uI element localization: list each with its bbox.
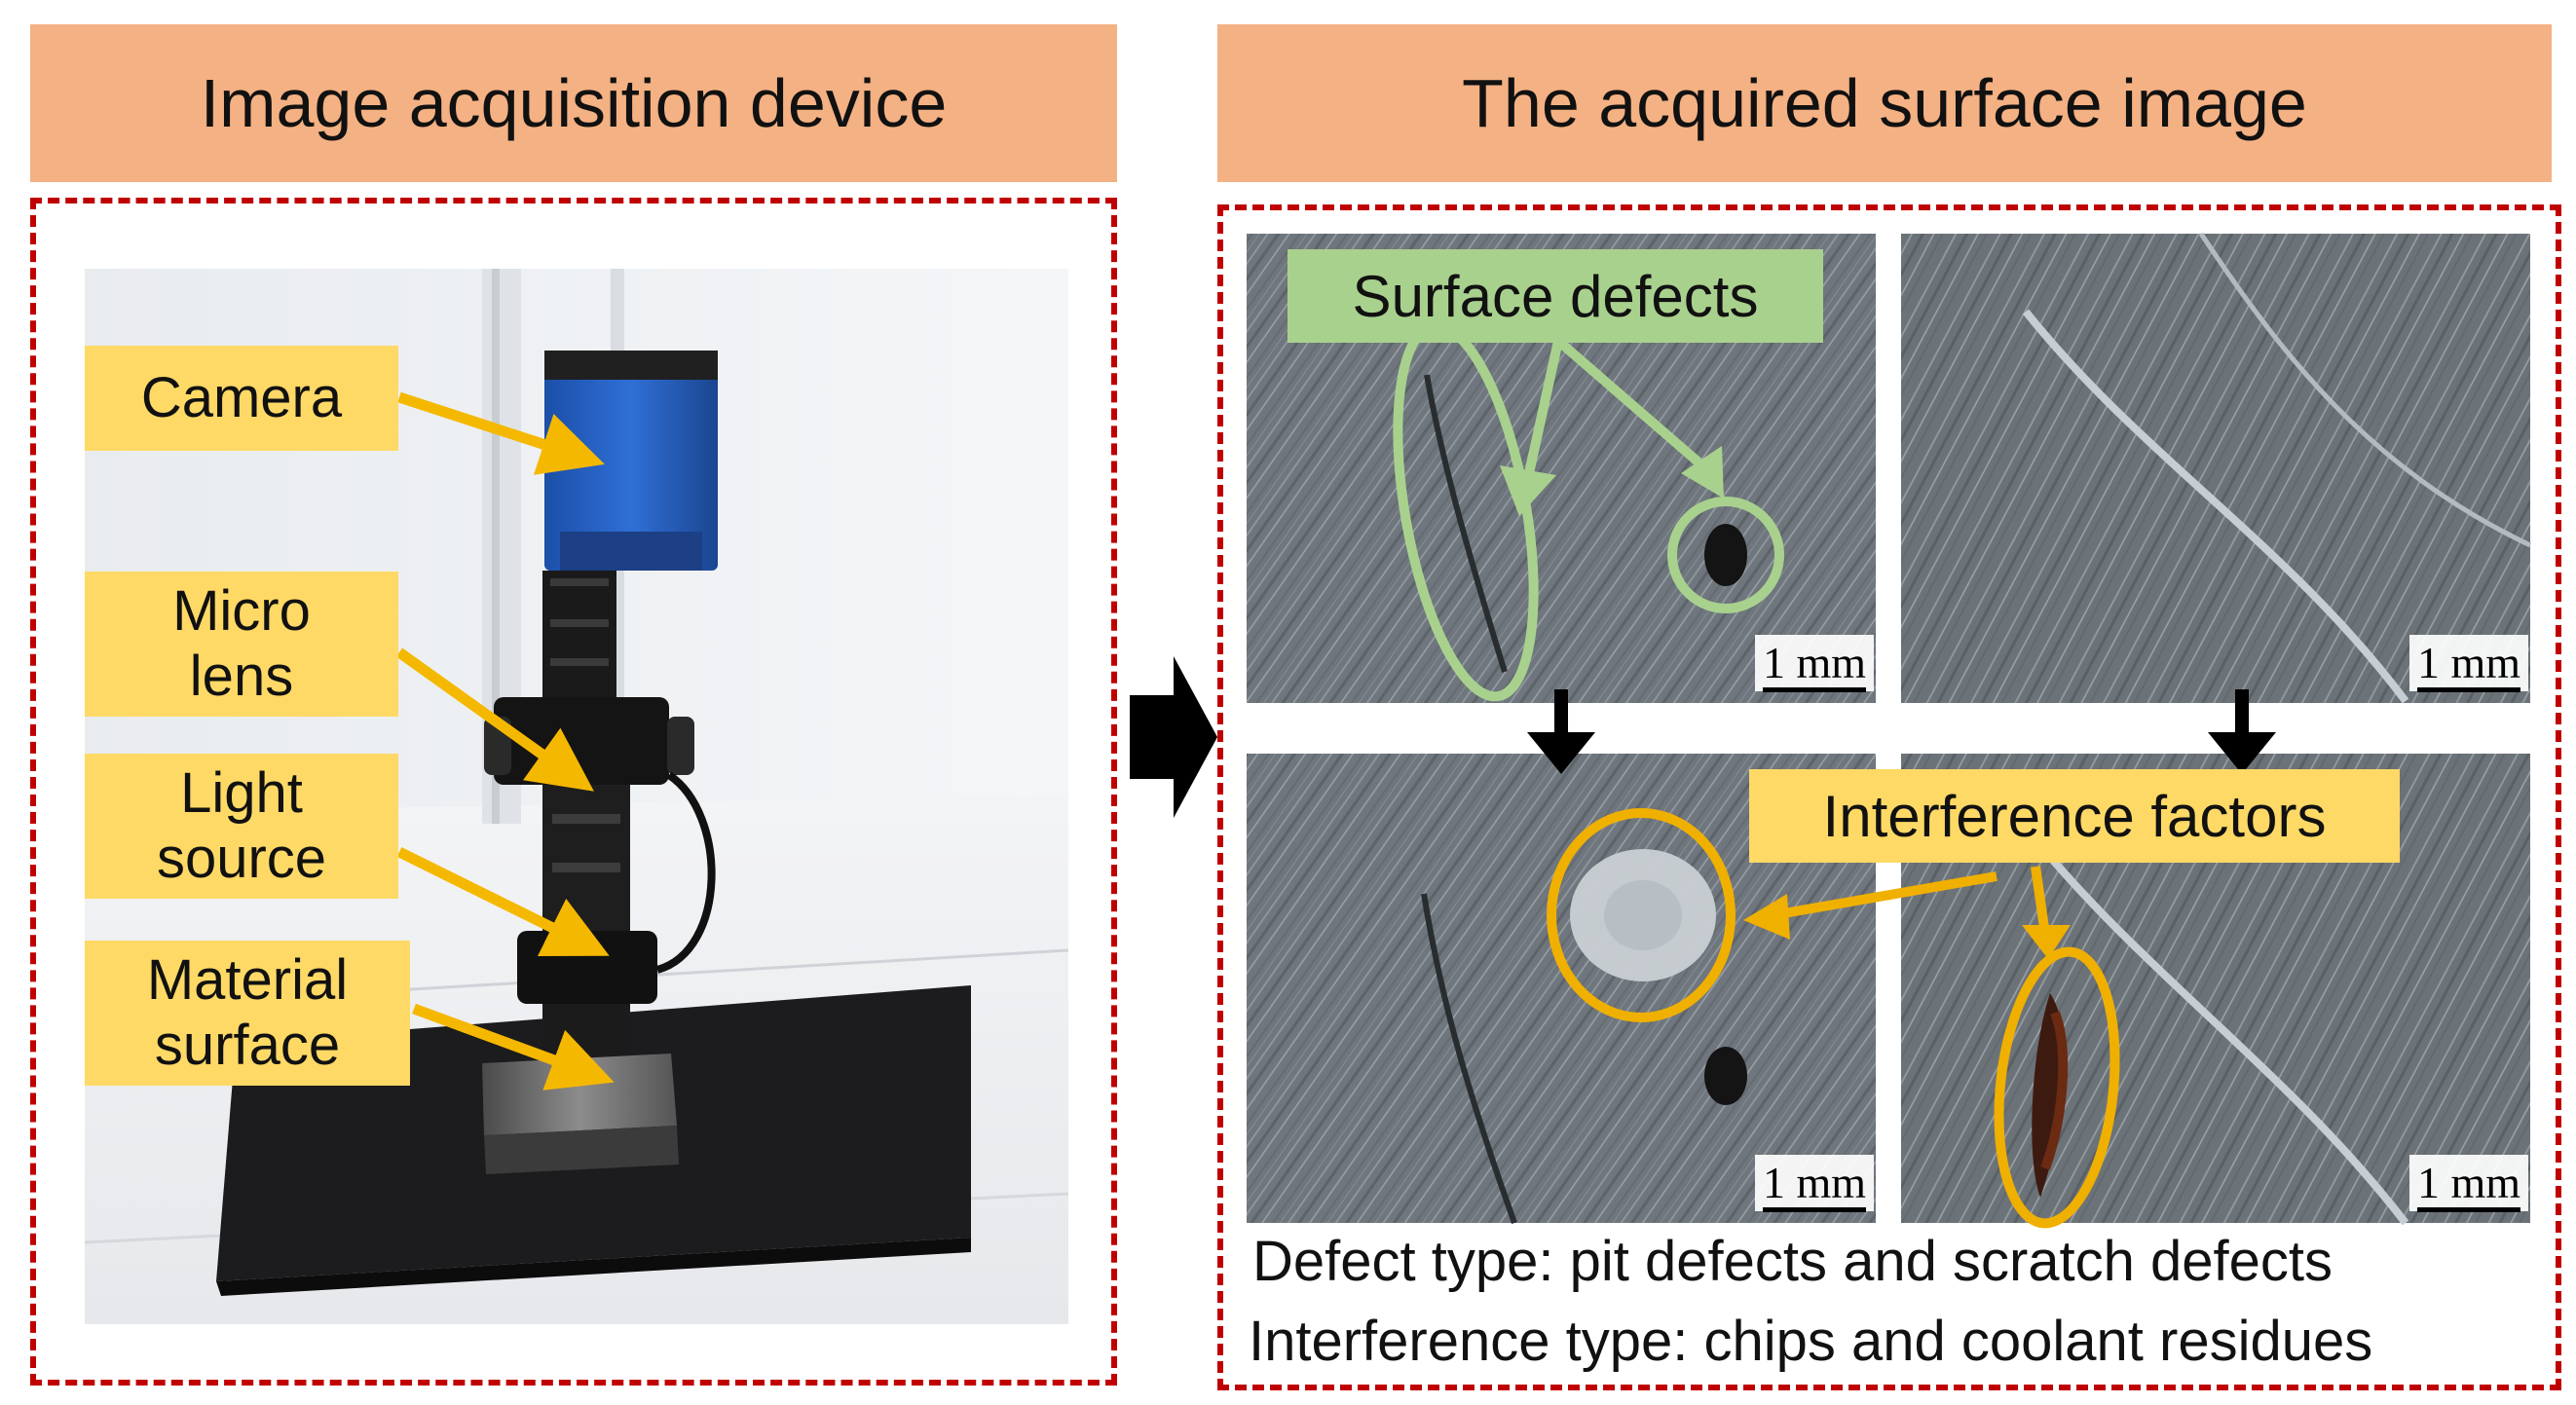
- caption-interference-type-text: Interference type: chips and coolant res…: [1249, 1310, 2373, 1373]
- light-source-arrow: [396, 847, 610, 957]
- defect-arrow-pit: [1554, 337, 1708, 471]
- material-surface-arrow: [412, 1003, 615, 1091]
- micrograph-top-right: [1901, 232, 2532, 704]
- material-surface-line1: Material: [146, 947, 349, 1012]
- material-surface-label: Material surface: [85, 941, 410, 1086]
- material-surface-line2: surface: [154, 1013, 341, 1077]
- micro-lens-line1: Micro: [172, 578, 311, 643]
- scale-bar-bottom-right-text: 1 mm: [2417, 1158, 2521, 1212]
- scale-bar-bottom-left: 1 mm: [1755, 1155, 1875, 1212]
- scale-bar-top-right: 1 mm: [2409, 635, 2529, 692]
- camera-arrow: [397, 391, 605, 475]
- defect-arrowhead-pit: [1681, 446, 1724, 499]
- surface-defects-text: Surface defects: [1352, 263, 1759, 329]
- caption-defect-type-text: Defect type: pit defects and scratch def…: [1252, 1230, 2333, 1293]
- scale-bar-bottom-right: 1 mm: [2409, 1155, 2529, 1212]
- micro-lens-label: Micro lens: [85, 572, 398, 717]
- interference-arrowhead-chip: [1743, 894, 1790, 940]
- caption-defect-type: Defect type: pit defects and scratch def…: [1252, 1229, 2333, 1294]
- micro-lens-line2: lens: [189, 644, 294, 708]
- light-source-line2: source: [156, 826, 327, 890]
- light-source-line1: Light: [180, 760, 303, 825]
- caption-interference-type: Interference type: chips and coolant res…: [1249, 1309, 2372, 1374]
- device-arrows: [395, 391, 615, 1091]
- light-source-label: Light source: [85, 754, 398, 899]
- interference-arrowhead-coolant: [2022, 925, 2071, 959]
- scale-bar-top-left-text: 1 mm: [1763, 638, 1867, 692]
- surface-image-panel: [1217, 204, 2561, 1390]
- scale-bar-top-right-text: 1 mm: [2417, 638, 2521, 692]
- interference-arrow-coolant: [2031, 866, 2050, 936]
- right-header-text: The acquired surface image: [1462, 65, 2307, 141]
- scale-bar-top-left: 1 mm: [1755, 635, 1875, 692]
- interference-factors-text: Interference factors: [1822, 783, 2327, 849]
- defect-arrowhead-scratch: [1500, 465, 1556, 516]
- device-panel: [30, 198, 1117, 1386]
- defect-arrow-scratch: [1522, 339, 1563, 484]
- camera-label: Camera: [85, 346, 398, 451]
- surface-defects-label: Surface defects: [1288, 249, 1823, 343]
- down-arrow-right-icon: [2208, 689, 2276, 774]
- left-header: Image acquisition device: [30, 24, 1117, 182]
- scale-bar-bottom-left-text: 1 mm: [1763, 1158, 1867, 1212]
- interference-factors-label: Interference factors: [1749, 769, 2400, 863]
- flow-arrow-icon: [1130, 656, 1217, 818]
- chip-interference-marker: [1547, 808, 1736, 1022]
- micro-lens-arrow: [395, 647, 594, 792]
- coolant-interference-marker: [1994, 946, 2120, 1229]
- pit-defect-marker: [1667, 497, 1784, 613]
- camera-label-text: Camera: [140, 365, 343, 429]
- interference-arrow-chip: [1772, 871, 1997, 920]
- down-arrow-left-icon: [1527, 689, 1595, 774]
- right-header: The acquired surface image: [1217, 24, 2552, 182]
- left-header-text: Image acquisition device: [200, 65, 948, 141]
